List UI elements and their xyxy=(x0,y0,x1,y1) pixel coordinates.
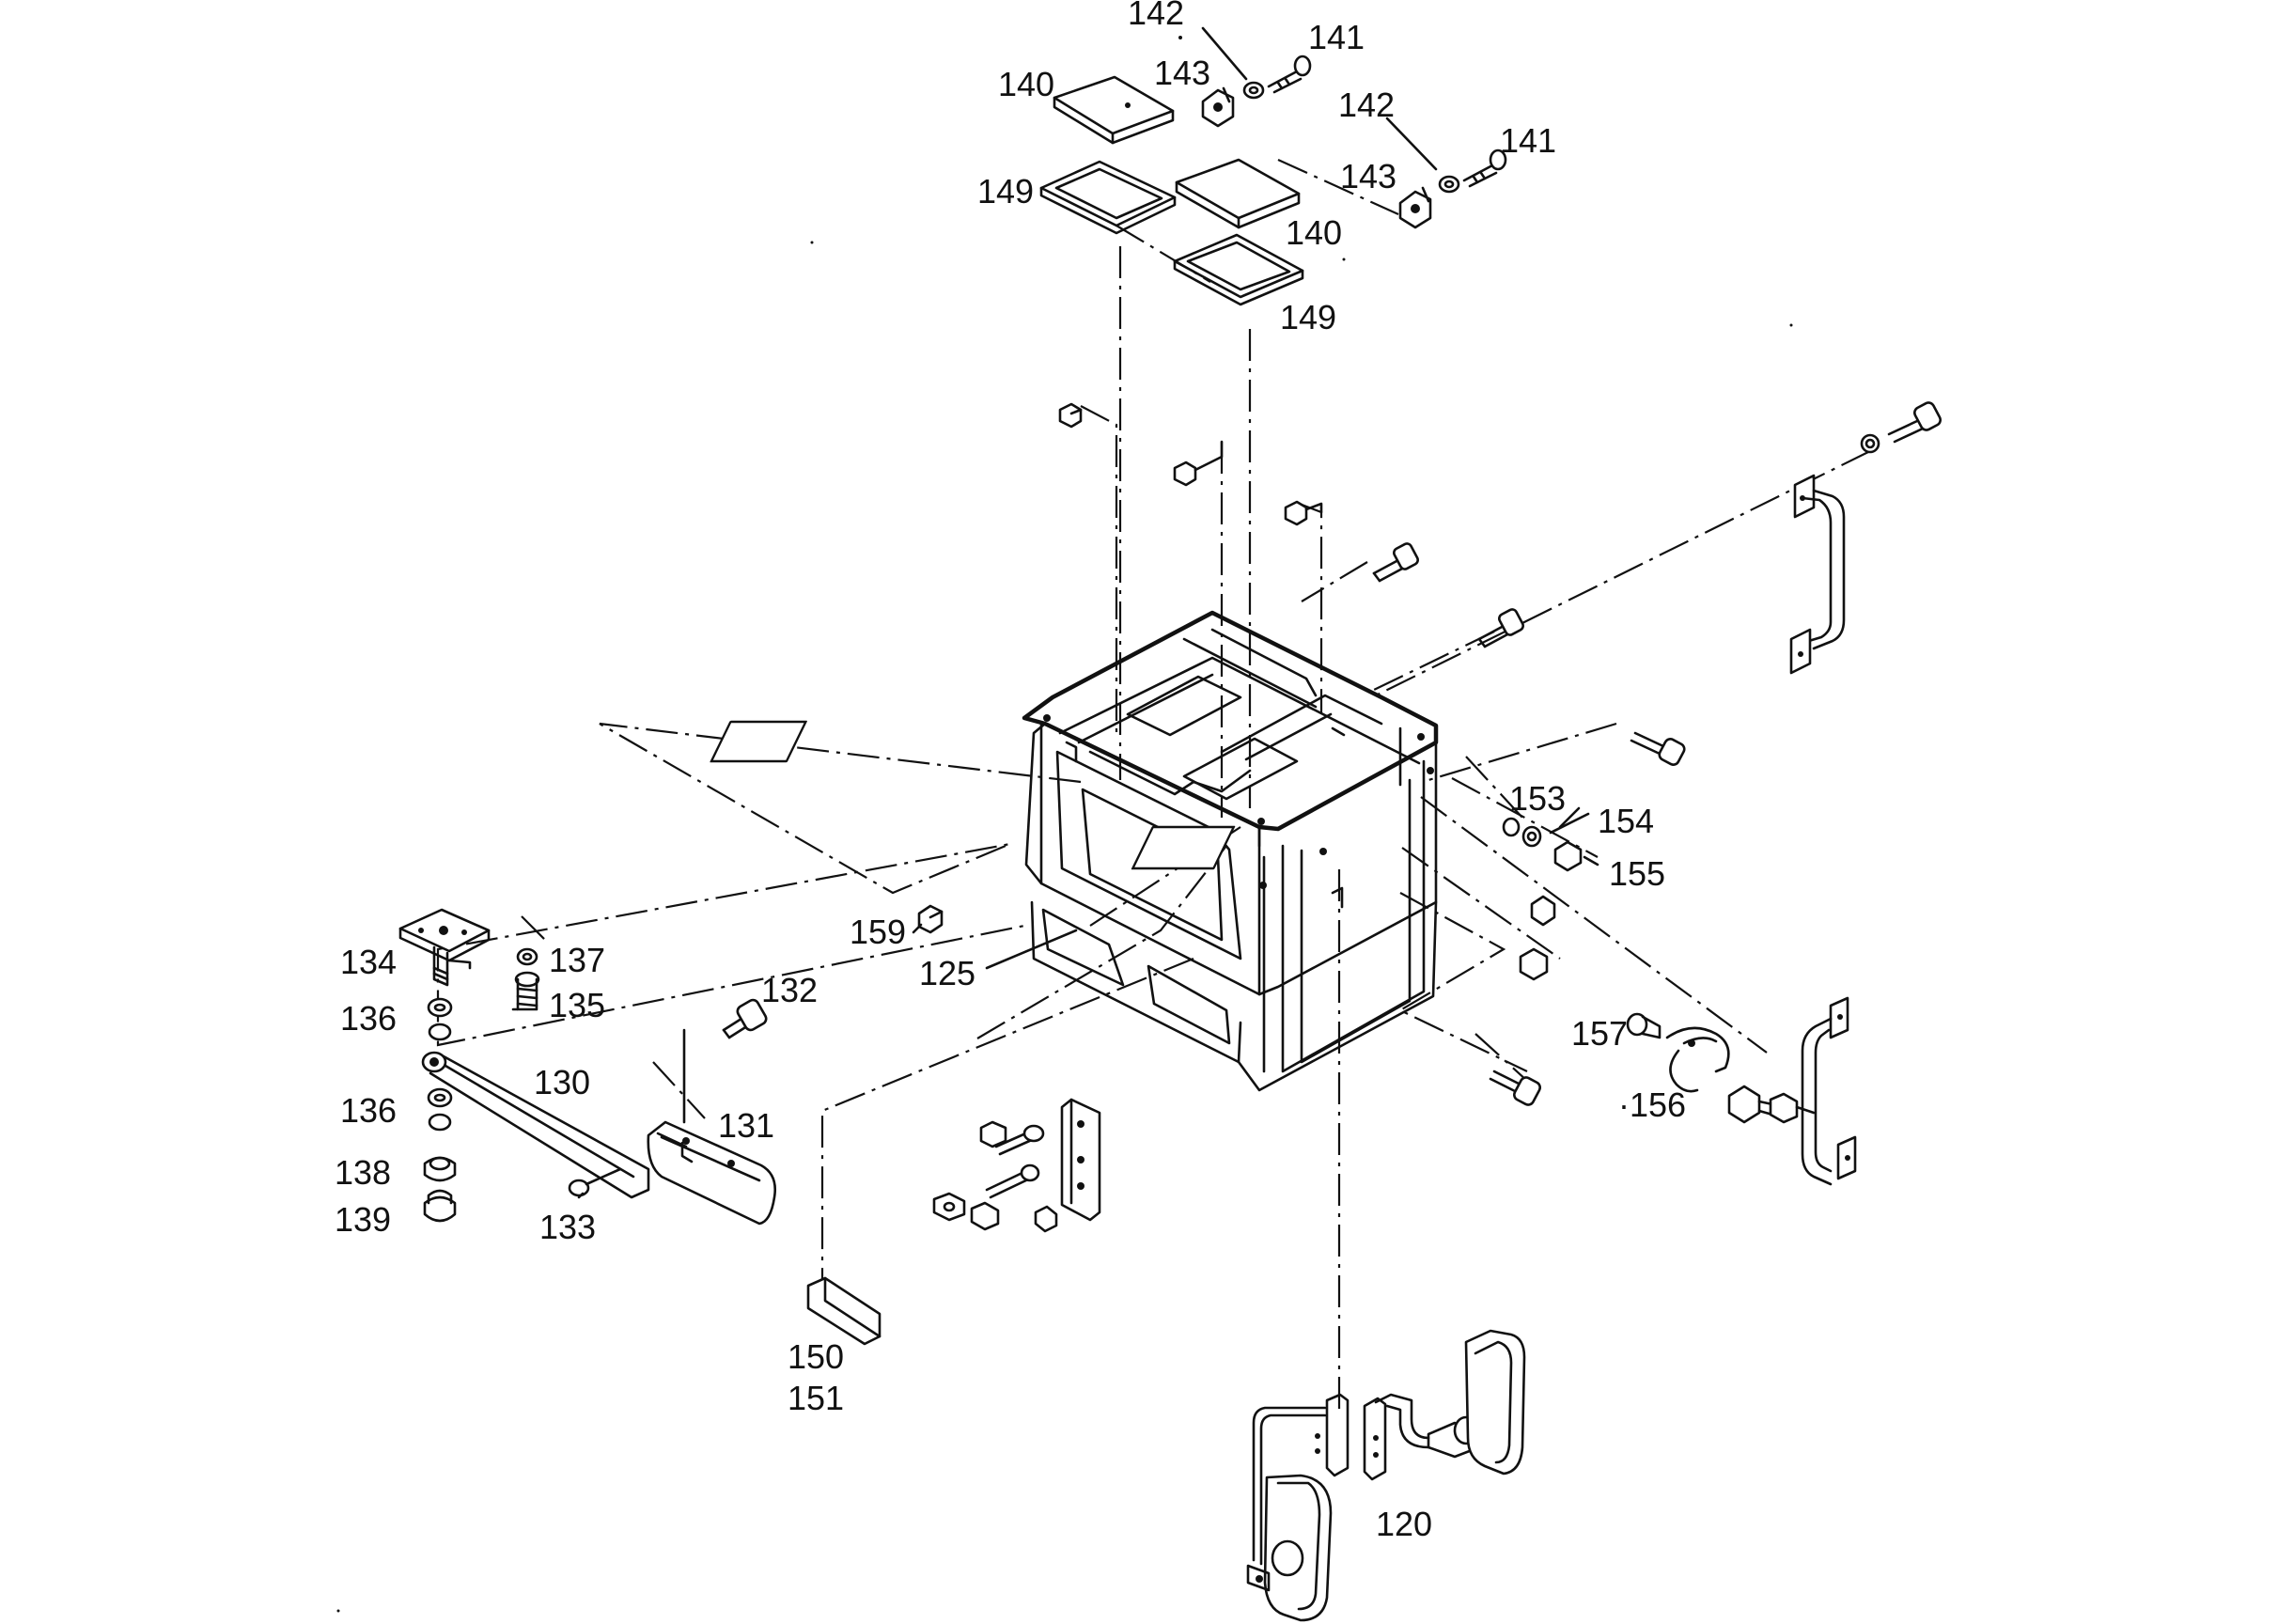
label-156: ·156 xyxy=(1618,1085,1686,1124)
mount-plate xyxy=(932,1098,1101,1233)
cab-mount-bolts xyxy=(1489,895,1556,1106)
bolt-133 xyxy=(568,1167,622,1197)
label-137: 137 xyxy=(549,941,605,979)
label-151: 151 xyxy=(788,1379,844,1417)
label-155: 155 xyxy=(1609,854,1665,893)
label-159: 159 xyxy=(850,913,906,951)
label-135: 135 xyxy=(549,986,605,1024)
label-149-lower: 149 xyxy=(1280,298,1336,336)
plug-159 xyxy=(917,904,944,934)
step-plate xyxy=(647,1028,776,1226)
assembly-lines xyxy=(436,158,1871,1414)
washer-136-lower-a xyxy=(427,1087,453,1108)
label-143-lower: 143 xyxy=(1340,157,1396,195)
leader-lines xyxy=(511,26,1599,1199)
grab-handle-upper xyxy=(1789,401,1943,675)
label-134: 134 xyxy=(340,943,397,981)
washer-lower xyxy=(1438,175,1460,194)
label-153: 153 xyxy=(1509,779,1566,818)
grab-handle-lower xyxy=(1801,996,1857,1186)
top-cover-right xyxy=(1175,158,1301,229)
step-arm xyxy=(421,1051,650,1199)
bolt-157 xyxy=(1626,1012,1662,1039)
washer-upper xyxy=(1242,81,1265,100)
nut-138 xyxy=(423,1156,457,1182)
screw-upper xyxy=(1267,55,1312,94)
bolt-153-group xyxy=(1502,731,1686,872)
label-132: 132 xyxy=(761,971,818,1009)
hook-156 xyxy=(1665,1026,1730,1093)
seal-ring-right xyxy=(1173,233,1304,306)
label-141-lower: 141 xyxy=(1500,121,1556,160)
screw-lower xyxy=(1462,148,1507,188)
washer-136-mid xyxy=(428,1023,452,1041)
mirror-left xyxy=(1246,1393,1350,1622)
label-143-upper: 143 xyxy=(1154,54,1210,92)
washer-136-lower-b xyxy=(428,1113,452,1132)
cap-nut-139 xyxy=(423,1189,457,1223)
scan-specks xyxy=(336,36,1793,1613)
label-142-upper: 142 xyxy=(1128,0,1184,32)
washer-136-upper xyxy=(427,997,453,1018)
bolt-132 xyxy=(722,998,768,1039)
roof-plugs xyxy=(1058,402,1323,526)
label-136-lower: 136 xyxy=(340,1091,397,1130)
part-labels: 142 141 143 140 149 142 141 143 140 149 … xyxy=(335,0,1686,1543)
label-142-lower: 142 xyxy=(1338,86,1395,124)
nut-fitting xyxy=(1727,1085,1816,1124)
label-133: 133 xyxy=(539,1208,596,1246)
label-130: 130 xyxy=(534,1063,590,1101)
label-157: 157 xyxy=(1571,1014,1628,1053)
block-150-151 xyxy=(806,1276,882,1346)
label-150: 150 xyxy=(788,1337,844,1376)
label-136-upper: 136 xyxy=(340,999,397,1038)
label-141-upper: 141 xyxy=(1308,18,1365,56)
bolt-135 xyxy=(514,971,540,1011)
top-cover-left xyxy=(1053,75,1175,145)
label-140-lower: 140 xyxy=(1286,213,1342,252)
label-138: 138 xyxy=(335,1153,391,1192)
label-131: 131 xyxy=(718,1106,774,1145)
clamp-upper xyxy=(1201,88,1235,128)
label-139: 139 xyxy=(335,1200,391,1239)
label-154: 154 xyxy=(1598,802,1654,840)
washer-137 xyxy=(516,947,538,966)
label-125: 125 xyxy=(919,954,975,992)
roof-bolts xyxy=(1372,542,1525,648)
cab-frame xyxy=(710,610,1439,1092)
clamp-lower xyxy=(1398,190,1432,229)
label-140-upper: 140 xyxy=(998,65,1054,103)
step-bracket xyxy=(398,908,491,987)
mirror-right xyxy=(1363,1329,1526,1481)
seal-ring-left xyxy=(1039,160,1177,235)
label-149-upper: 149 xyxy=(977,172,1034,211)
label-120: 120 xyxy=(1376,1505,1432,1543)
